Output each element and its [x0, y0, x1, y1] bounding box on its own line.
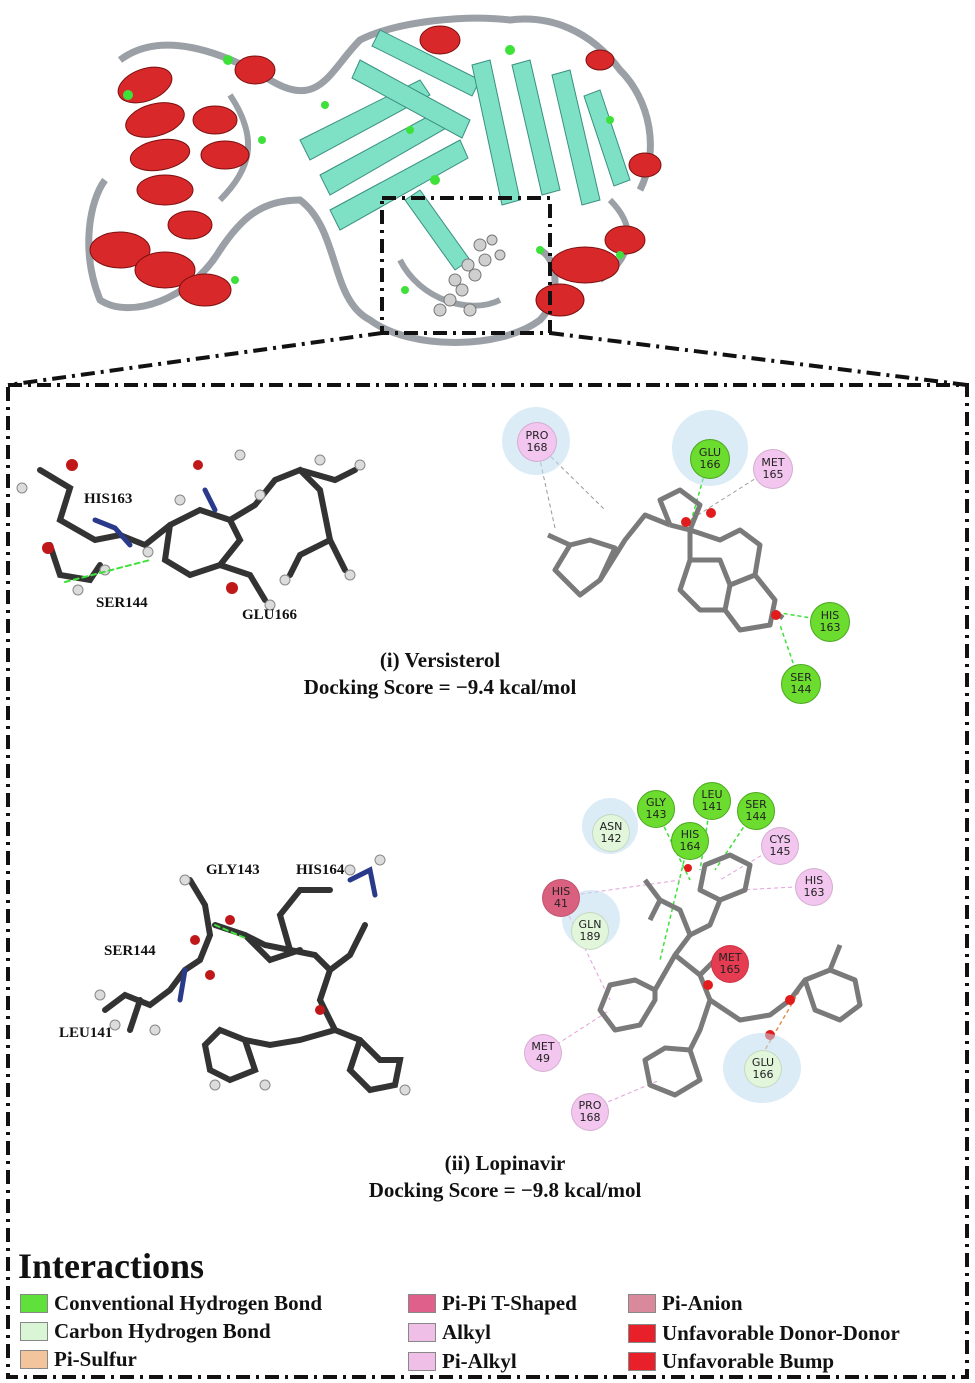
- label-3d-his164: HIS164: [296, 862, 345, 878]
- label-3d-ser144: SER144: [104, 943, 156, 959]
- legend-item: Carbon Hydrogen Bond: [20, 1319, 271, 1344]
- legend-swatch: [20, 1322, 48, 1341]
- label-3d-glu166: GLU166: [242, 607, 298, 623]
- label-3d-leu141: LEU141: [59, 1025, 113, 1041]
- legend-title: Interactions: [18, 1246, 204, 1286]
- legend-item: Unfavorable Donor-Donor: [628, 1321, 900, 1346]
- legend-item: Alkyl: [408, 1320, 491, 1345]
- legend-item: Pi-Pi T-Shaped: [408, 1291, 577, 1316]
- legend-swatch: [628, 1352, 656, 1371]
- legend-item: Unfavorable Bump: [628, 1349, 834, 1374]
- versisterol-3d-model: [16, 449, 366, 611]
- legend-swatch: [408, 1352, 436, 1371]
- panel-i-caption: (i) Versisterol Docking Score = −9.4 kca…: [303, 648, 577, 699]
- label-3d-his163: HIS163: [84, 491, 133, 507]
- legend-item: Pi-Alkyl: [408, 1349, 517, 1374]
- legend-swatch: [20, 1294, 48, 1313]
- protein-ribbon-icon: [85, 14, 662, 346]
- legend-swatch: [20, 1350, 48, 1369]
- label-3d-gly143: GLY143: [206, 862, 260, 878]
- legend-item: Pi-Sulfur: [20, 1347, 137, 1372]
- legend-swatch: [408, 1323, 436, 1342]
- legend-swatch: [628, 1294, 656, 1313]
- label-3d-ser144: SER144: [96, 595, 148, 611]
- panel-ii-caption: (ii) Lopinavir Docking Score = −9.8 kcal…: [368, 1151, 642, 1202]
- legend-swatch: [408, 1294, 436, 1313]
- ligand-ball-and-stick-icon: [433, 234, 506, 317]
- legend-item: Pi-Anion: [628, 1291, 743, 1316]
- lopinavir-3d-model: [94, 854, 411, 1096]
- legend-item: Conventional Hydrogen Bond: [20, 1291, 322, 1316]
- legend-swatch: [628, 1324, 656, 1343]
